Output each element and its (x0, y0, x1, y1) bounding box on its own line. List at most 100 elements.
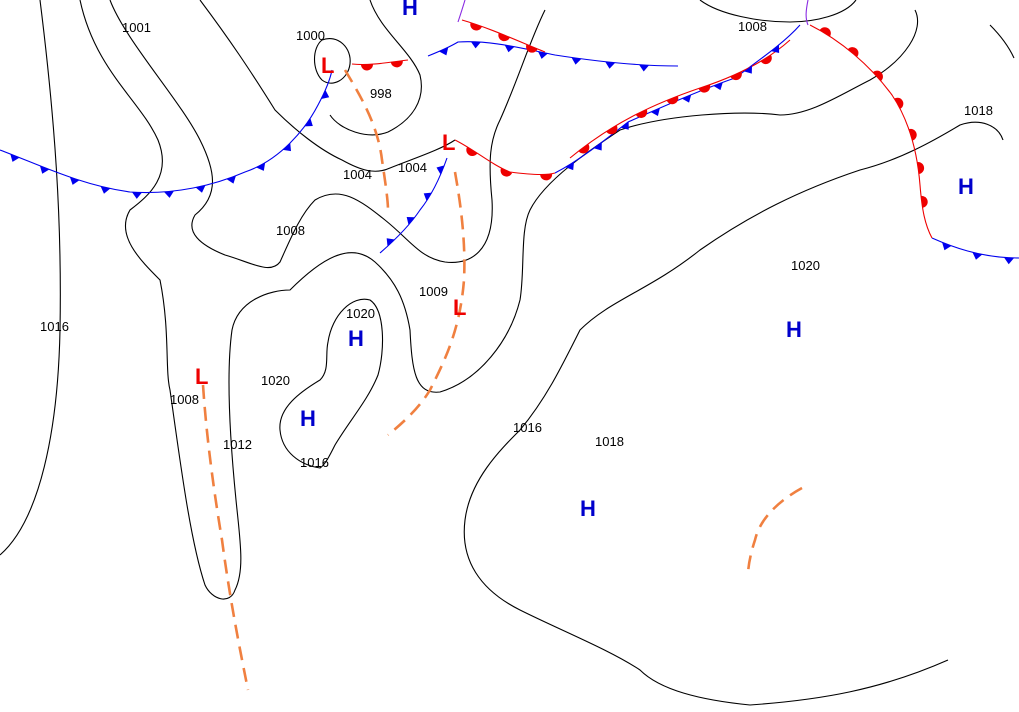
isobar-label: 1009 (419, 284, 448, 299)
isobar-label: 1016 (513, 420, 542, 435)
high-pressure-center: H (348, 326, 364, 351)
isobar-label: 1000 (296, 28, 325, 43)
cold-front-triangle (650, 108, 660, 116)
cold-fronts (0, 24, 1019, 259)
isobar-label: 1018 (964, 103, 993, 118)
cold-front-triangle (304, 118, 313, 127)
pressure-centers: H H H H H H L L L L (195, 0, 974, 521)
warm-front-semicircle (540, 173, 553, 181)
cold-front-triangle (593, 142, 602, 151)
warm-front-semicircle (666, 95, 679, 105)
warm-front-semicircle (872, 70, 883, 82)
cold-front (931, 237, 1019, 259)
cold-front-triangle (39, 165, 50, 174)
isobar-label: 1016 (300, 455, 329, 470)
cold-front-triangle (713, 82, 723, 91)
warm-front-semicircle (847, 47, 859, 57)
cold-front-triangle (10, 153, 20, 162)
cold-front-triangle (639, 64, 650, 72)
occluded-front (457, 0, 466, 23)
trough-line (201, 384, 250, 691)
cold-front-triangle (100, 186, 111, 194)
high-pressure-center: H (402, 0, 418, 20)
warm-front-semicircle (360, 64, 373, 71)
warm-front-semicircle (635, 109, 648, 118)
low-pressure-center: L (442, 130, 455, 155)
warm-front-semicircle (908, 128, 917, 141)
isobar-line (79, 0, 919, 600)
warm-front (461, 19, 546, 53)
isobar-label: 1020 (791, 258, 820, 273)
cold-front-triangle (942, 242, 952, 251)
warm-front (351, 59, 409, 66)
cold-front-triangle (1004, 257, 1015, 265)
warm-front-semicircle (526, 44, 538, 53)
cold-front-triangle (386, 238, 395, 247)
isobar-label: 1018 (595, 434, 624, 449)
warm-front-semicircle (470, 22, 482, 31)
warm-front-semicircle (466, 146, 478, 157)
warm-front (454, 139, 556, 176)
cold-front-triangle (195, 185, 206, 193)
warm-front-semicircle (917, 162, 925, 174)
cold-front-triangle (226, 175, 236, 184)
isobar-line (989, 24, 1015, 59)
cold-front-triangle (565, 161, 575, 171)
high-pressure-center: H (300, 406, 316, 431)
cold-front-triangle (132, 192, 142, 199)
warm-front (569, 39, 791, 159)
cold-front-triangle (620, 121, 629, 130)
cold-front-triangle (681, 94, 692, 103)
isobar-labels: 1001 1000 998 1008 1018 1004 1004 1008 1… (40, 19, 993, 470)
cold-front-triangle (256, 162, 266, 171)
high-pressure-center: H (786, 317, 802, 342)
cold-front-triangle (743, 65, 752, 74)
cold-front (0, 69, 333, 194)
isobar-label: 998 (370, 86, 392, 101)
warm-front-semicircle (390, 60, 403, 68)
isobar-label: 1004 (343, 167, 372, 182)
warm-front-semicircle (894, 97, 904, 109)
trough-line (343, 69, 390, 211)
cold-front-triangle (538, 51, 548, 59)
cold-front-triangle (436, 165, 445, 175)
warm-front-semicircle (498, 32, 510, 42)
trough-line (746, 486, 803, 576)
isobar-label: 1008 (170, 392, 199, 407)
cold-front-triangle (321, 89, 330, 100)
cold-front-triangle (771, 44, 780, 54)
cold-front-triangle (504, 44, 515, 53)
isobar-label: 1008 (276, 223, 305, 238)
cold-front-triangle (605, 61, 616, 69)
cold-front (554, 24, 801, 174)
cold-front-triangle (163, 190, 174, 198)
isobar-line (329, 0, 422, 136)
warm-front (809, 24, 933, 239)
isobar-label: 1004 (398, 160, 427, 175)
warm-front-semicircle (819, 27, 831, 37)
warm-fronts (351, 19, 933, 239)
cold-front-triangle (571, 57, 582, 65)
trough-line (387, 171, 466, 436)
occluded-fronts (457, 0, 809, 26)
isobar-label: 1016 (40, 319, 69, 334)
isobar-line (279, 298, 384, 469)
isobar-label: 1012 (223, 437, 252, 452)
troughs (201, 69, 803, 691)
warm-front-semicircle (920, 195, 928, 208)
high-pressure-center: H (580, 496, 596, 521)
low-pressure-center: L (195, 364, 208, 389)
isobar-line (699, 0, 857, 23)
isobar-line (109, 0, 546, 269)
low-pressure-center: L (321, 53, 334, 78)
warm-front-semicircle (760, 54, 772, 65)
low-pressure-center: L (453, 295, 466, 320)
cold-front-triangle (69, 177, 80, 185)
warm-front-semicircle (698, 84, 711, 93)
cold-front (427, 41, 679, 67)
isobar-line (199, 0, 456, 172)
isobar-line (0, 0, 61, 556)
cold-front-triangle (439, 47, 449, 56)
warm-front-semicircle (606, 125, 618, 135)
